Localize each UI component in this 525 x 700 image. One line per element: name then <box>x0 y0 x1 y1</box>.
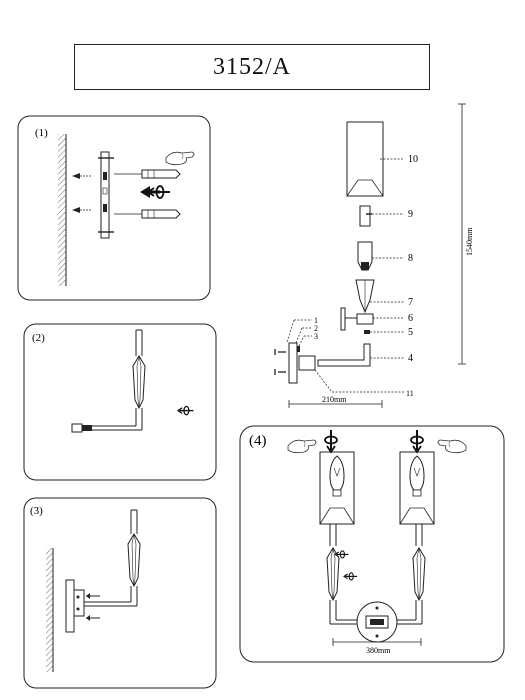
rotate-arrow-icon <box>147 185 171 199</box>
step1-label: (1) <box>35 127 48 139</box>
height-dimension: 1540mm <box>465 227 474 256</box>
wall-plate <box>65 579 75 633</box>
callout-1: 1 <box>314 316 318 325</box>
callout-7: 7 <box>408 297 413 308</box>
step1-drawing <box>58 134 195 286</box>
bulb-icon <box>329 455 345 491</box>
rotate-arrow-icon <box>324 429 338 453</box>
model-number-box: 3152/A <box>74 44 430 90</box>
screwdriver-icon <box>141 169 181 179</box>
arm-part <box>317 343 371 367</box>
wall-hatch <box>46 548 53 672</box>
hand-icon <box>287 439 317 454</box>
rotate-arrow-icon <box>177 405 195 416</box>
screwdriver-icon <box>141 209 181 219</box>
callout-9: 9 <box>408 209 413 220</box>
arm-icon <box>132 355 146 409</box>
rotate-arrow-icon <box>410 429 424 453</box>
depth-dimension: 210mm <box>322 395 347 404</box>
arm-icon <box>127 533 141 587</box>
callout-6: 6 <box>408 313 413 324</box>
right-arm <box>412 547 426 601</box>
step2-label: (2) <box>32 332 45 344</box>
callout-4: 4 <box>408 353 413 364</box>
model-number: 3152/A <box>213 53 291 80</box>
callout-2: 2 <box>314 324 318 333</box>
callout-10: 10 <box>408 154 418 165</box>
wall-hatch <box>58 134 66 286</box>
rotate-arrow-icon <box>343 572 358 581</box>
wall-plug-icon <box>72 173 80 179</box>
hand-icon <box>165 151 195 166</box>
left-arm <box>326 547 340 601</box>
step3-drawing <box>46 509 358 672</box>
backplate-part <box>288 342 298 384</box>
step3-label: (3) <box>30 505 43 517</box>
step3-panel <box>23 497 217 689</box>
nut-part <box>364 330 370 334</box>
connector-block <box>71 423 83 433</box>
callout-11: 11 <box>406 389 414 398</box>
step2-drawing <box>71 329 195 433</box>
step1-panel <box>17 115 211 301</box>
clip-part <box>359 205 371 227</box>
callout-8: 8 <box>408 253 413 264</box>
width-dimension: 380mm <box>366 646 391 655</box>
mounting-bracket <box>100 151 110 239</box>
callout-5: 5 <box>408 327 413 338</box>
shade-part <box>346 121 384 197</box>
hand-icon <box>437 439 467 454</box>
callout-3: 3 <box>314 332 318 341</box>
rod-part <box>340 307 346 331</box>
bulb-icon <box>409 455 425 491</box>
wall-plug-icon <box>72 207 80 213</box>
step4-drawing: 380mm <box>287 429 467 655</box>
exploded-view: 10 9 8 7 6 5 4 1 2 3 11 1540mm 210mm <box>274 103 474 408</box>
step2-panel <box>23 323 217 481</box>
step4-panel <box>239 425 505 663</box>
step4-label: (4) <box>249 433 267 449</box>
